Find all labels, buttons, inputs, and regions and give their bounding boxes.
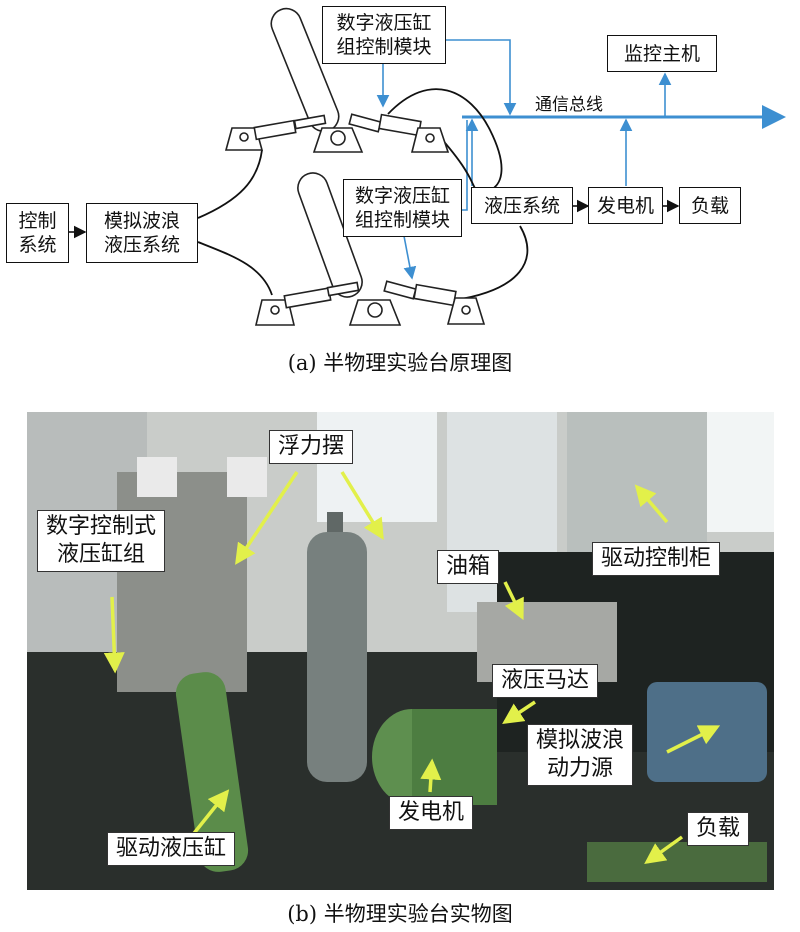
label-digital-cylinder-group: 数字控制式 液压缸组 (37, 510, 166, 572)
arrow-cylinder-group (103, 596, 125, 674)
bus-label: 通信总线 (535, 95, 603, 115)
label-drive-cabinet: 驱动控制柜 (592, 542, 721, 576)
label-load: 负载 (687, 812, 750, 846)
monitor-host-box: 监控主机 (607, 35, 717, 72)
arrow-drive-cabinet (634, 484, 669, 524)
caption-b: (b) 半物理实验台实物图 (287, 902, 513, 926)
hydraulic-system-box: 液压系统 (471, 187, 573, 224)
schematic-graphics (69, 7, 786, 326)
wave-hydraulic-box: 模拟波浪 液压系统 (86, 203, 198, 263)
arrow-hydraulic-motor (502, 700, 536, 724)
hose-top-right (387, 88, 503, 191)
label-oil-tank: 油箱 (437, 550, 500, 584)
bottom-module-arrow (403, 235, 417, 280)
test-bench-photo: 浮力摆 数字控制式 液压缸组 油箱 驱动控制柜 液压马达 模拟波浪 动力源 发电… (27, 412, 774, 890)
label-floating-pendulum: 浮力摆 (269, 430, 354, 464)
arrow-load (644, 835, 684, 865)
generator-box: 发电机 (588, 187, 663, 224)
label-generator: 发电机 (389, 796, 474, 830)
cylinder-control-module-bottom: 数字液压缸 组控制模块 (343, 179, 462, 237)
arrow-pendulum-left (235, 471, 299, 565)
label-drive-cylinder: 驱动液压缸 (107, 832, 236, 866)
cylinder-control-module-top: 数字液压缸 组控制模块 (322, 6, 446, 64)
arrow-pendulum-right (340, 471, 384, 540)
hose-bottom-right (454, 225, 529, 301)
control-system-box: 控制 系统 (6, 203, 69, 263)
hose-wave-bottom (197, 241, 273, 296)
top-module-to-bus (446, 39, 517, 116)
arrow-oil-tank (503, 581, 524, 621)
arrow-generator (420, 758, 442, 793)
load-box: 负载 (679, 187, 741, 224)
label-hydraulic-motor: 液压马达 (492, 664, 599, 698)
label-wave-power-source: 模拟波浪 动力源 (527, 724, 634, 786)
hose-wave-top (197, 149, 263, 219)
arrow-wave-source (666, 725, 721, 754)
bottom-module-to-bus (462, 120, 468, 211)
caption-a: (a) 半物理实验台原理图 (287, 351, 513, 375)
upper-pendulum-assembly (224, 7, 450, 153)
